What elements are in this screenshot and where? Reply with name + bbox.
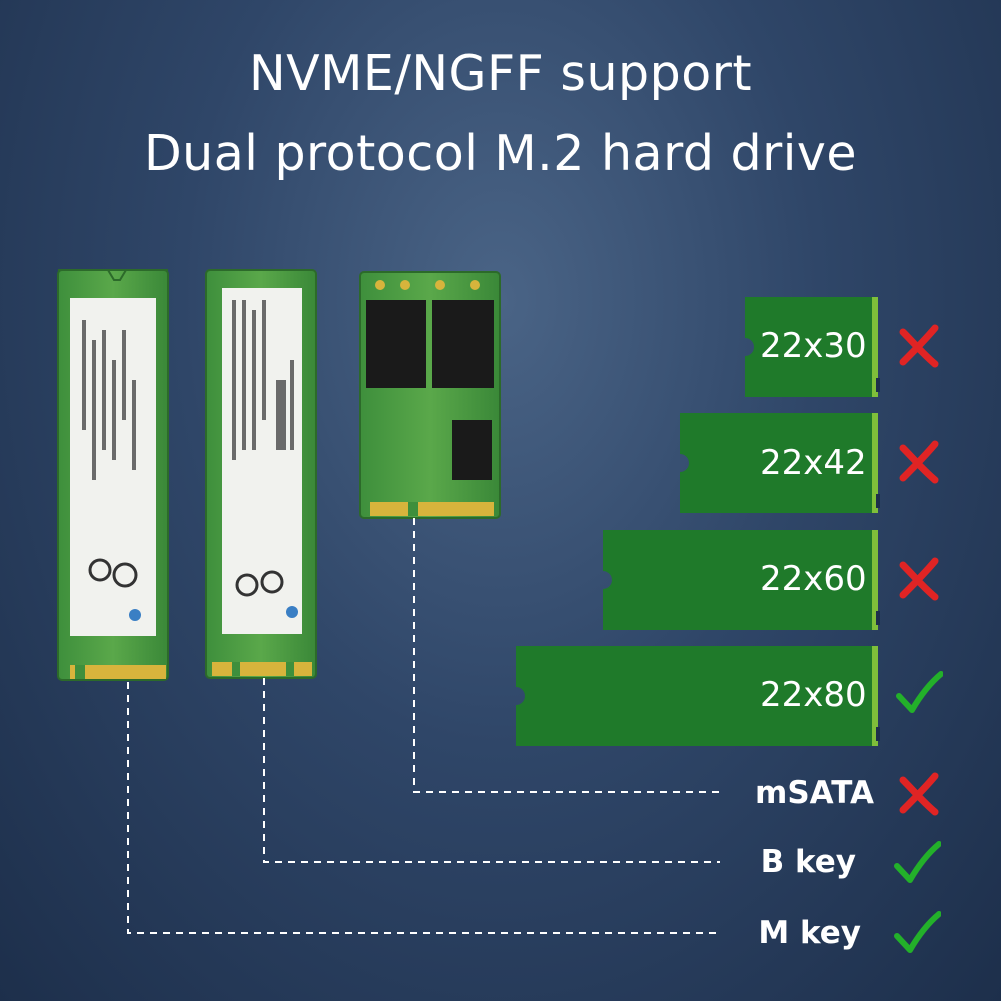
- cross-icon: [899, 324, 939, 368]
- key-label-b-key: B key: [760, 844, 856, 880]
- size-label-22x80: 22x80: [760, 675, 867, 715]
- size-board-22x30: [745, 297, 880, 397]
- key-label-m-key: M key: [758, 915, 861, 951]
- cross-icon: [899, 772, 939, 816]
- msata-card-image: [359, 271, 501, 519]
- size-board-22x60: [603, 530, 880, 630]
- m-key-connector-line: [127, 682, 720, 934]
- b-key-connector-line: [263, 678, 720, 863]
- size-label-22x42: 22x42: [760, 443, 867, 483]
- size-label-22x60: 22x60: [760, 559, 867, 599]
- size-board-22x42: [680, 413, 880, 513]
- check-icon: [896, 671, 943, 713]
- b-key-ssd-image: [205, 269, 317, 679]
- headline-line-1: NVME/NGFF support: [248, 45, 753, 102]
- m-key-ssd-image: [57, 269, 169, 681]
- msata-connector-line: [413, 518, 720, 793]
- connector-lines: [127, 518, 720, 934]
- cross-icon: [899, 557, 939, 601]
- size-label-22x30: 22x30: [760, 326, 867, 366]
- size-board-22x80: [516, 646, 880, 746]
- headline-line-2: Dual protocol M.2 hard drive: [143, 125, 858, 182]
- check-icon: [894, 841, 941, 883]
- key-label-msata: mSATA: [755, 775, 874, 811]
- cross-icon: [899, 440, 939, 484]
- check-icon: [894, 911, 941, 953]
